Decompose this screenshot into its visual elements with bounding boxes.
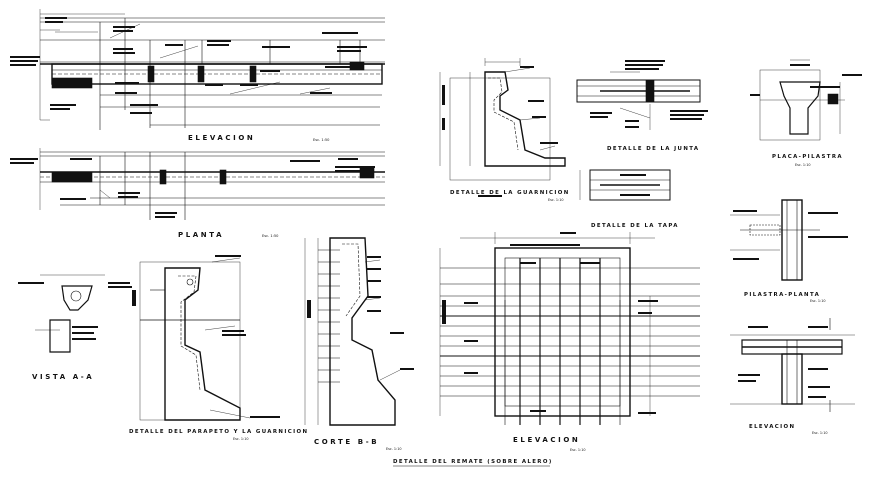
guarnicion-drawing (439, 58, 566, 181)
remate-title: DETALLE DEL REMATE (SOBRE ALERO) (393, 459, 553, 465)
tapa-title: DETALLE DE LA TAPA (591, 223, 679, 229)
corte-notes (307, 256, 414, 370)
planta-notes (10, 158, 375, 218)
planta-drawing (39, 148, 385, 220)
tapa-notes (620, 174, 650, 196)
placa-scale: Esc. 1:10 (795, 163, 811, 167)
parapeto-drawing (139, 257, 251, 421)
tapa-drawing (579, 169, 671, 201)
pilastra-title: PILASTRA-PLANTA (744, 292, 820, 298)
vista-drawing (35, 274, 105, 353)
guarnicion-scale: Esc. 1:10 (548, 198, 564, 202)
guarnicion-title: DETALLE DE LA GUARNICION (450, 190, 570, 196)
vista-title: VISTA A-A (32, 373, 94, 381)
corte-drawing (304, 237, 401, 426)
elevation-right-title: ELEVACION (749, 424, 795, 430)
guarnicion-notes (442, 66, 558, 197)
elevation-mid-scale: Esc. 1:10 (570, 448, 586, 452)
corte-title: CORTE B-B (314, 438, 379, 446)
elevation-top-drawing (39, 9, 385, 130)
junta-title: DETALLE DE LA JUNTA (607, 146, 699, 152)
elevation-right-drawing (730, 318, 855, 412)
placa-notes (750, 64, 862, 96)
elevation-right-scale: Esc. 1:10 (812, 431, 828, 435)
placa-title: PLACA-PILASTRA (772, 154, 843, 160)
pilastra-scale: Esc. 1:10 (810, 299, 826, 303)
corte-scale: Esc. 1:10 (386, 447, 402, 451)
junta-drawing (576, 71, 701, 130)
vista-notes (18, 282, 132, 340)
parapeto-title: DETALLE DEL PARAPETO Y LA GUARNICION (129, 429, 308, 435)
pilastra-drawing (730, 199, 820, 281)
placa-drawing (759, 59, 845, 141)
elevation-top-title: ELEVACION (188, 134, 255, 142)
elevation-top-notes (10, 17, 367, 114)
planta-scale: Esc. 1:50 (262, 234, 279, 238)
elevation-mid-drawing (439, 232, 700, 425)
parapeto-scale: Esc. 1:10 (233, 437, 249, 441)
elevation-mid-notes (442, 232, 658, 414)
elevation-mid-title: ELEVACION (513, 436, 580, 444)
planta-title: PLANTA (178, 231, 224, 239)
elevation-top-scale: Esc. 1:50 (313, 138, 330, 142)
junta-notes (590, 60, 708, 128)
elevation-right-notes (738, 326, 830, 398)
parapeto-notes (132, 255, 280, 418)
pilastra-notes (733, 210, 848, 260)
